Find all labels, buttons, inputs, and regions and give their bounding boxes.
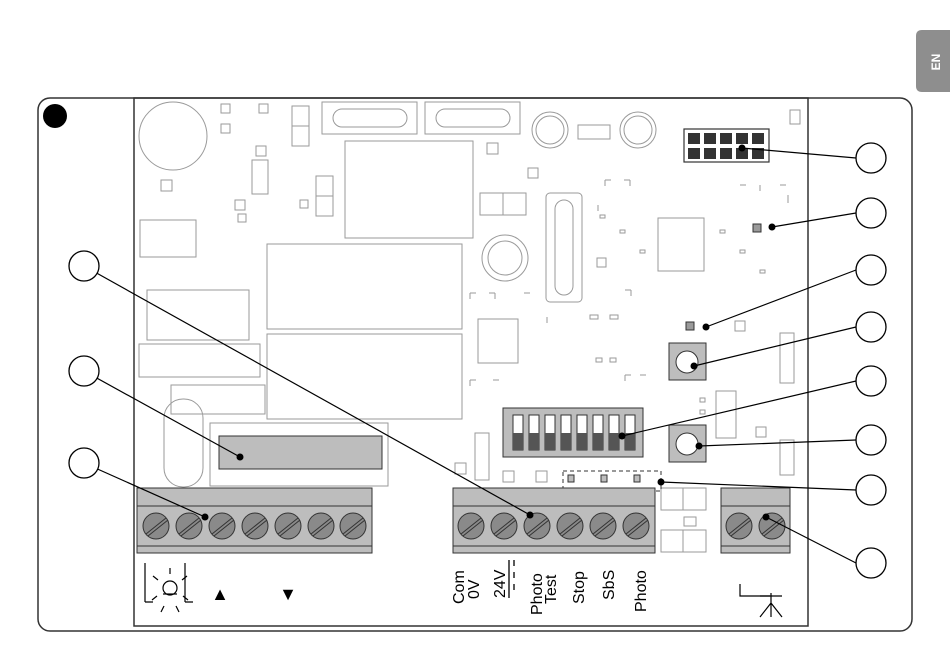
callout-circle bbox=[69, 251, 99, 281]
corner-marker bbox=[43, 104, 67, 128]
callout-circle bbox=[856, 312, 886, 342]
label-24v: 24V bbox=[492, 569, 509, 598]
screw bbox=[491, 513, 517, 539]
screw bbox=[623, 513, 649, 539]
screw bbox=[590, 513, 616, 539]
screw bbox=[242, 513, 268, 539]
callout-circle bbox=[856, 366, 886, 396]
callout-circle bbox=[856, 548, 886, 578]
language-tab[interactable]: EN bbox=[916, 30, 950, 92]
led-1 bbox=[753, 224, 761, 232]
label-photo: Photo bbox=[633, 570, 650, 612]
callout-circle bbox=[856, 143, 886, 173]
language-tab-label: EN bbox=[929, 54, 943, 71]
down-arrow-icon: ▼ bbox=[279, 584, 297, 604]
antenna-icon bbox=[740, 584, 782, 617]
screw bbox=[557, 513, 583, 539]
label-0v: 0V bbox=[466, 579, 483, 599]
radio-receiver-slot bbox=[219, 436, 382, 469]
screw bbox=[308, 513, 334, 539]
pcb-components bbox=[139, 102, 800, 552]
callout-circle bbox=[69, 356, 99, 386]
screw bbox=[458, 513, 484, 539]
screw bbox=[209, 513, 235, 539]
led-2 bbox=[686, 322, 694, 330]
callout-circle bbox=[856, 475, 886, 505]
callout-circle bbox=[856, 425, 886, 455]
screw bbox=[176, 513, 202, 539]
callout-circle bbox=[856, 198, 886, 228]
label-sbs: SbS bbox=[601, 570, 618, 600]
label-stop: Stop bbox=[571, 571, 588, 604]
terminal-labels: Com 0V 24V Photo Test Stop SbS Photo bbox=[451, 569, 650, 615]
screw bbox=[726, 513, 752, 539]
screw bbox=[275, 513, 301, 539]
screw bbox=[143, 513, 169, 539]
label-photo-test-2: Test bbox=[543, 574, 560, 604]
callout-circle bbox=[856, 255, 886, 285]
header-connector bbox=[684, 129, 769, 162]
button-p1[interactable] bbox=[669, 343, 706, 380]
up-arrow-icon: ▲ bbox=[211, 584, 229, 604]
dc-symbol bbox=[509, 560, 514, 598]
flashing-lamp-icon bbox=[145, 563, 193, 612]
screw bbox=[340, 513, 366, 539]
callout-circle bbox=[69, 448, 99, 478]
